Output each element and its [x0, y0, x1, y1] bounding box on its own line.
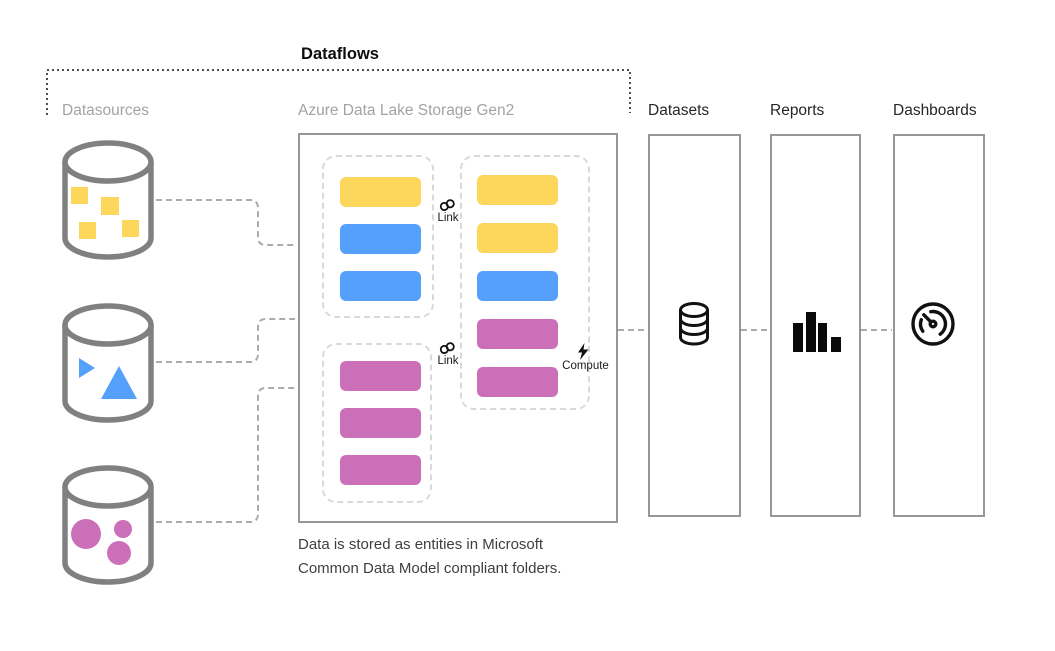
storage-label: Azure Data Lake Storage Gen2 — [298, 102, 515, 119]
yellow-entity-bar — [340, 177, 421, 207]
cdm-folder-group — [460, 155, 590, 410]
magenta-circles — [71, 519, 132, 565]
chain-link-icon — [439, 199, 455, 211]
yellow-entity-bar — [477, 223, 558, 253]
compute-label: Compute — [562, 360, 609, 372]
datasets-label: Datasets — [648, 102, 710, 119]
magenta-entity-bar — [340, 408, 421, 438]
ingested-entities-group-bottom — [322, 343, 432, 503]
magenta-entity-bar — [340, 361, 421, 391]
connector-datasource2-storage — [156, 318, 295, 363]
database-stack-icon — [679, 302, 709, 346]
magenta-entity-bar — [477, 319, 558, 349]
yellow-entity-bar — [477, 175, 558, 205]
lightning-bolt-icon — [578, 343, 589, 360]
connector-datasource3-storage — [156, 387, 295, 523]
datasource-triangles-icon — [62, 303, 154, 423]
blue-entity-bar — [340, 224, 421, 254]
bar-chart-icon — [793, 312, 841, 352]
blue-triangles — [79, 358, 137, 399]
link-top-label: Link — [437, 212, 459, 224]
storage-caption-line2: Common Data Model compliant folders. — [298, 560, 562, 577]
dashboards-box — [893, 134, 985, 517]
reports-label: Reports — [770, 102, 825, 119]
blue-entity-bar — [340, 271, 421, 301]
connector-datasource1-storage — [156, 199, 295, 246]
datasource-circles-icon — [62, 465, 154, 585]
gauge-icon — [911, 302, 955, 346]
dataflows-title: Dataflows — [301, 45, 379, 63]
magenta-entity-bar — [340, 455, 421, 485]
ingested-entities-group-top — [322, 155, 434, 318]
datasources-label: Datasources — [62, 102, 150, 119]
link-bottom-label: Link — [437, 355, 459, 367]
magenta-entity-bar — [477, 367, 558, 397]
dashboards-label: Dashboards — [893, 102, 977, 119]
chain-link-icon — [439, 342, 455, 354]
datasource-squares-icon — [62, 140, 154, 260]
dataflows-bracket — [46, 69, 631, 115]
blue-entity-bar — [477, 271, 558, 301]
storage-caption-line1: Data is stored as entities in Microsoft — [298, 536, 544, 553]
storage-caption: Data is stored as entities in Microsoft … — [298, 533, 628, 581]
yellow-squares — [71, 187, 139, 239]
